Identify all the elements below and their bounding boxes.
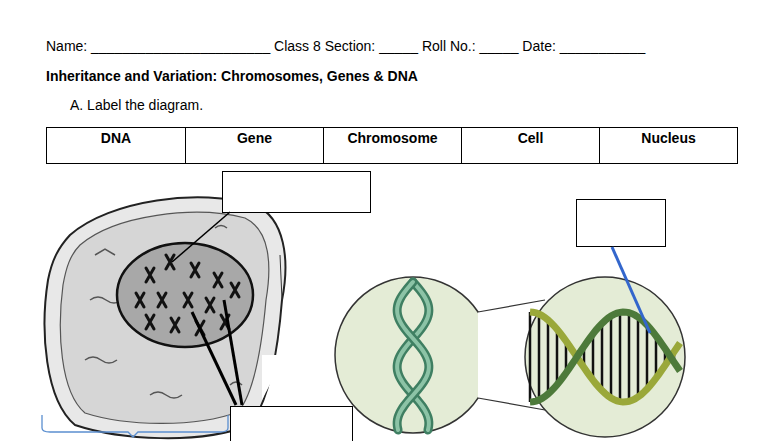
student-info: Name: _______________________ Class 8 Se… (46, 38, 645, 55)
leader-lines (172, 212, 650, 405)
worksheet-title: Inheritance and Variation: Chromosomes, … (46, 68, 418, 85)
table-cell: Chromosome (347, 130, 437, 147)
cell-drawing (45, 197, 286, 438)
table-cell: Cell (518, 130, 544, 147)
instruction: A. Label the diagram. (70, 97, 203, 114)
chromosome-zoom (335, 277, 545, 433)
dna-zoom (525, 277, 685, 437)
answer-boxes (223, 172, 666, 441)
table-cell: Nucleus (641, 130, 695, 147)
table-cell: DNA (101, 130, 131, 147)
label-table (47, 128, 738, 164)
cell-bracket (42, 415, 228, 437)
table-cell: Gene (237, 130, 272, 147)
